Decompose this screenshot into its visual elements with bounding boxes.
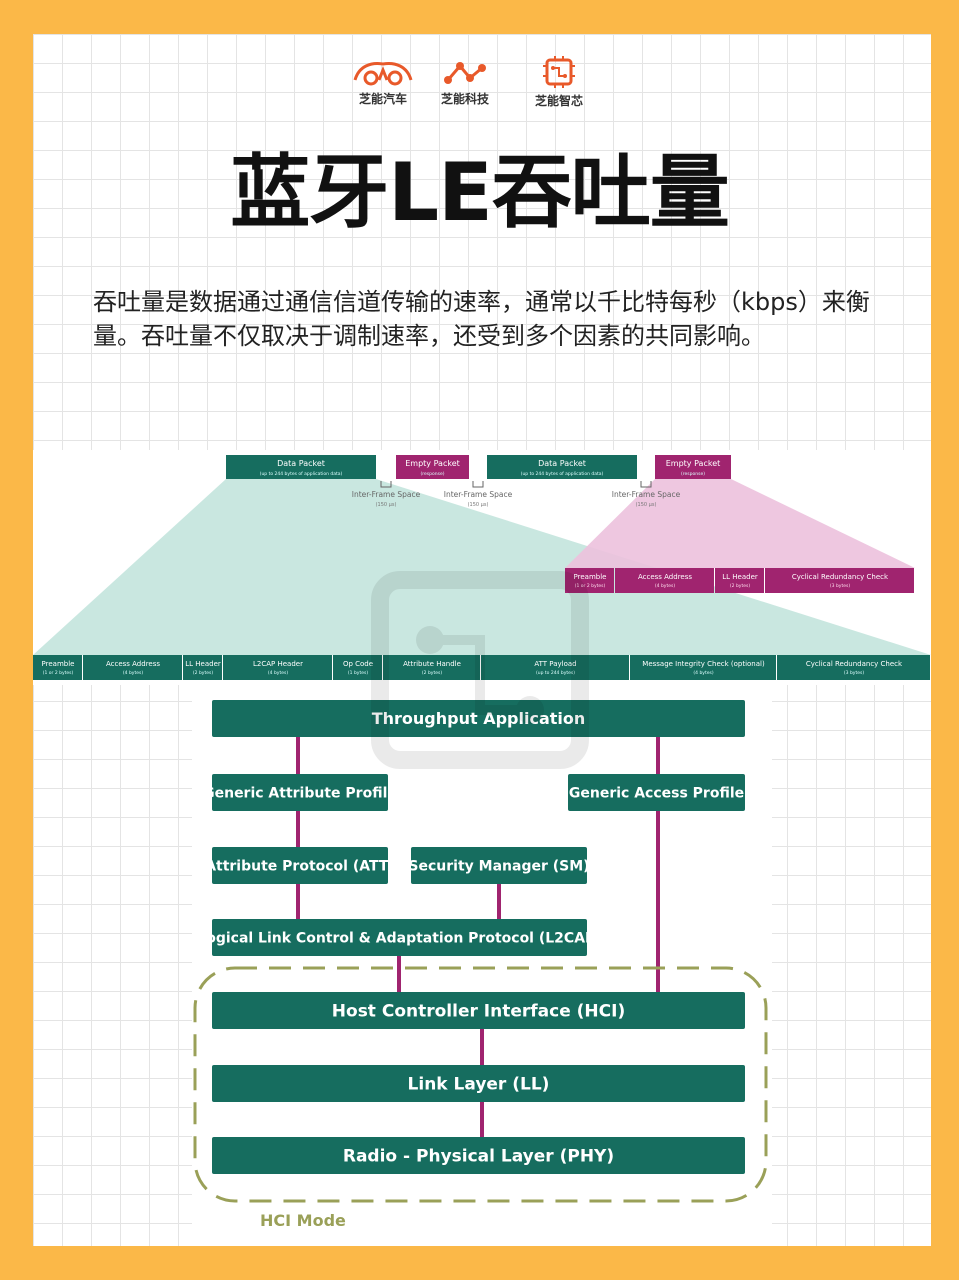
data-field-sub: (up to 244 bytes) — [536, 670, 575, 676]
data-packet-expansion — [33, 479, 931, 655]
data-field-box — [481, 655, 629, 680]
ifs-label: Inter-Frame Space — [612, 490, 681, 499]
logo-label: 芝能汽车 — [358, 92, 407, 106]
page-title: 蓝牙LE吞吐量 — [230, 146, 730, 239]
empty-field-box — [765, 568, 914, 593]
top-packet-sub: (response) — [421, 471, 445, 477]
empty-field-sub: (4 bytes) — [655, 583, 675, 589]
data-field-sub: (4 bytes) — [268, 670, 288, 676]
data-field-sub: (1 bytes) — [348, 670, 368, 676]
stack-label-ll: Link Layer (LL) — [408, 1074, 550, 1094]
data-field-label: ATT Payload — [534, 660, 576, 668]
data-field-sub: (3 bytes) — [844, 670, 864, 676]
hci-mode-boundary — [193, 966, 768, 1203]
data-field-sub: (2 bytes) — [422, 670, 442, 676]
data-field-box — [223, 655, 332, 680]
stack-box-hci — [212, 992, 745, 1029]
top-packet-box — [396, 455, 469, 479]
logo-tech: 芝能科技 — [430, 58, 500, 107]
stack-box-sm — [411, 847, 587, 884]
stack-box-att — [212, 847, 388, 884]
data-field-label: Access Address — [106, 660, 160, 668]
stack-box-gap — [568, 774, 745, 811]
data-field-box — [183, 655, 222, 680]
top-packet-label: Data Packet — [277, 459, 325, 468]
data-field-label: Message Integrity Check (optional) — [642, 660, 765, 668]
description: 吞吐量是数据通过通信信道传输的速率，通常以千比特每秒（kbps）来衡量。吞吐量不… — [93, 288, 870, 350]
data-field-label: Op Code — [343, 660, 373, 668]
top-packet-label: Empty Packet — [405, 459, 460, 468]
logo-label: 芝能科技 — [440, 92, 489, 106]
empty-field-box — [715, 568, 764, 593]
stack-label-hci: Host Controller Interface (HCI) — [332, 1001, 625, 1021]
data-field-label: LL Header — [185, 660, 221, 668]
top-packet-label: Data Packet — [538, 459, 586, 468]
empty-field-label: Preamble — [574, 573, 607, 581]
top-packet-sub: (up to 244 bytes of application data) — [521, 471, 604, 477]
stack-label-sm: Security Manager (SM) — [408, 858, 589, 874]
data-field-box — [777, 655, 930, 680]
data-field-sub: (4 bytes) — [123, 670, 143, 676]
top-packet-sub: (response) — [681, 471, 705, 477]
data-field-label: Attribute Handle — [403, 660, 461, 668]
ifs-label: Inter-Frame Space — [444, 490, 513, 499]
top-packet-box — [655, 455, 731, 479]
stack-box-gatt — [212, 774, 388, 811]
stack-label-phy: Radio - Physical Layer (PHY) — [343, 1146, 614, 1166]
logo-auto: 芝能汽车 — [348, 58, 418, 107]
empty-field-label: LL Header — [722, 573, 758, 581]
stack-label-gatt: Generic Attribute Profile — [203, 785, 397, 801]
empty-field-sub: (3 bytes) — [830, 583, 850, 589]
data-field-box — [33, 655, 82, 680]
logo-chip: 芝能智芯 — [524, 56, 594, 109]
data-field-box — [383, 655, 480, 680]
data-field-sub: (4 bytes) — [693, 670, 713, 676]
car-logo-icon — [353, 62, 413, 86]
ifs-bracket — [640, 481, 652, 488]
top-packet-label: Empty Packet — [666, 459, 721, 468]
network-logo-icon — [444, 62, 486, 84]
chip-logo-icon — [543, 56, 575, 88]
data-field-label: Cyclical Redundancy Check — [806, 660, 903, 668]
stack-box-l2cap — [212, 919, 587, 956]
ifs-label: Inter-Frame Space — [352, 490, 421, 499]
stack-label-application: Throughput Application — [372, 709, 586, 728]
stack-label-l2cap: Logical Link Control & Adaptation Protoc… — [197, 930, 601, 946]
ifs-sub: (150 µs) — [376, 502, 397, 508]
ifs-bracket — [380, 481, 392, 488]
top-packet-sub: (up to 244 bytes of application data) — [260, 471, 343, 477]
top-packet-box — [226, 455, 376, 479]
data-field-box — [630, 655, 776, 680]
packet-diagram: Data Packet (up to 244 bytes of applicati… — [33, 450, 931, 685]
stack-label-gap: Generic Access Profile — [569, 785, 744, 801]
ifs-sub: (150 µs) — [468, 502, 489, 508]
stack-box-ll — [212, 1065, 745, 1102]
stack-label-att: Attribute Protocol (ATT) — [205, 858, 395, 874]
empty-packet-expansion — [565, 479, 915, 568]
empty-field-sub: (2 bytes) — [730, 583, 750, 589]
logo-bar: 芝能汽车 芝能科技 芝能智芯 — [0, 56, 959, 118]
data-field-label: L2CAP Header — [253, 660, 303, 668]
data-field-label: Preamble — [42, 660, 75, 668]
empty-field-box — [615, 568, 714, 593]
empty-field-label: Access Address — [638, 573, 692, 581]
empty-field-sub: (1 or 2 bytes) — [575, 583, 606, 589]
stack-box-phy — [212, 1137, 745, 1174]
stack-box-application — [212, 700, 745, 737]
empty-field-box — [565, 568, 614, 593]
ifs-sub: (150 µs) — [636, 502, 657, 508]
top-packet-box — [487, 455, 637, 479]
data-field-box — [83, 655, 182, 680]
data-field-sub: (2 bytes) — [193, 670, 213, 676]
logo-label: 芝能智芯 — [534, 94, 583, 108]
ifs-bracket — [472, 481, 484, 488]
data-field-box — [333, 655, 382, 680]
data-field-sub: (1 or 2 bytes) — [43, 670, 74, 676]
empty-field-label: Cyclical Redundancy Check — [792, 573, 889, 581]
hci-mode-label: HCI Mode — [260, 1211, 346, 1230]
packet-diagram-svg: Data Packet (up to 244 bytes of applicati… — [33, 455, 931, 680]
